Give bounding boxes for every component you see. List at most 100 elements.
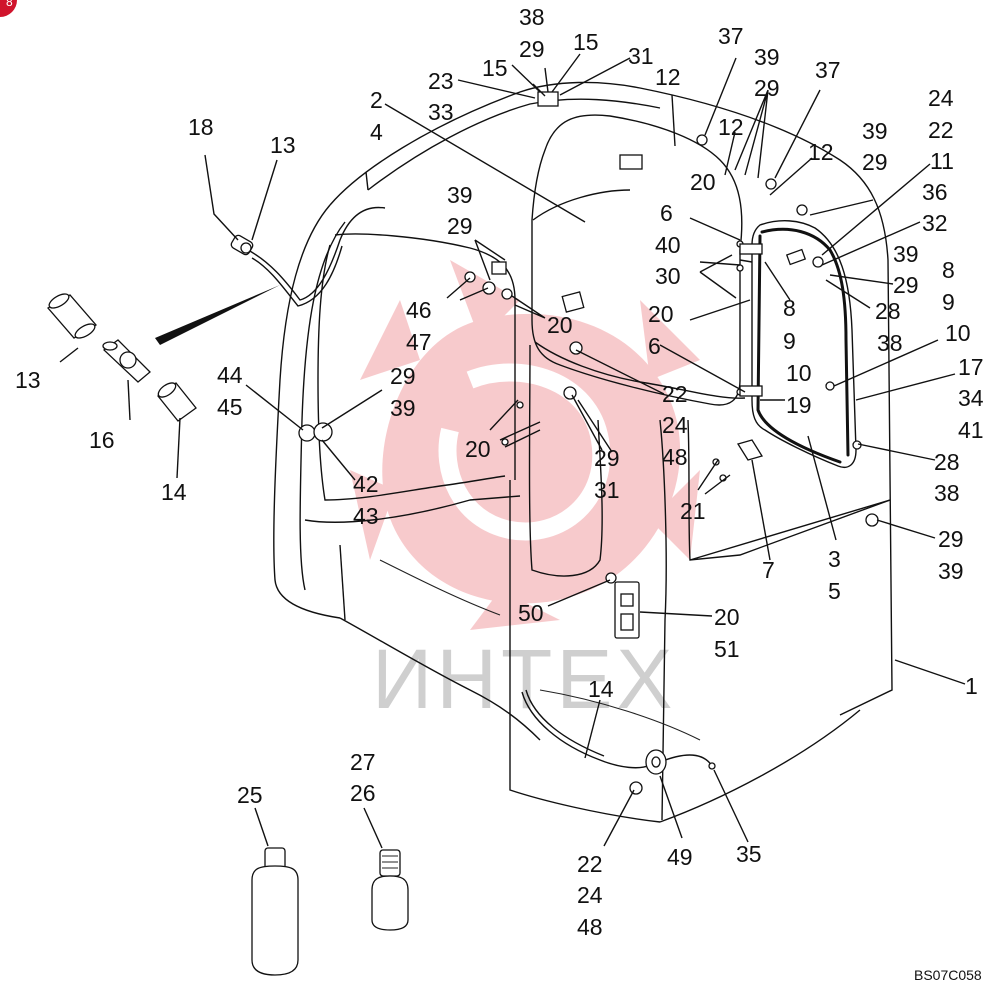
callout: 15 bbox=[482, 55, 508, 81]
callout: 35 bbox=[736, 841, 762, 867]
callout: 30 bbox=[655, 263, 681, 289]
callout: 1 bbox=[965, 673, 978, 699]
callout: 49 bbox=[667, 844, 693, 870]
callout: 32 bbox=[922, 210, 948, 236]
hinge-top bbox=[537, 91, 559, 107]
bottle-26 bbox=[371, 849, 409, 931]
drawing-code: BS07C058 bbox=[914, 967, 982, 983]
callout: 24 bbox=[662, 412, 688, 438]
callout: 27 bbox=[350, 749, 376, 775]
callout: 43 bbox=[353, 503, 379, 529]
callout: 7 bbox=[762, 557, 775, 583]
bottle-25 bbox=[251, 847, 299, 976]
handle-7 bbox=[736, 439, 764, 461]
callout: 29 bbox=[447, 213, 473, 239]
callout: 29 bbox=[862, 149, 888, 175]
fitting-part bbox=[102, 339, 151, 383]
callout: 8 bbox=[942, 257, 955, 283]
callout: 29 bbox=[390, 363, 416, 389]
callout: 24 bbox=[577, 882, 603, 908]
callout: 31 bbox=[628, 43, 654, 69]
callout: 29 bbox=[754, 75, 780, 101]
callout: 12 bbox=[808, 139, 834, 165]
leader-lines bbox=[59, 53, 966, 849]
callout: 21 bbox=[680, 498, 706, 524]
callout: 39 bbox=[893, 241, 919, 267]
corner-badge: 8 bbox=[0, 0, 17, 17]
callout: 39 bbox=[938, 558, 964, 584]
callout: 20 bbox=[690, 169, 716, 195]
callout: 20 bbox=[714, 604, 740, 630]
callout: 36 bbox=[922, 179, 948, 205]
watermark-text: ИНТЕХ bbox=[372, 632, 676, 726]
callout: 23 bbox=[428, 68, 454, 94]
grommet-49 bbox=[645, 749, 667, 775]
callout: 6 bbox=[660, 200, 673, 226]
callout: 39 bbox=[390, 395, 416, 421]
callout: 19 bbox=[786, 392, 812, 418]
callout: 12 bbox=[655, 64, 681, 90]
callout: 39 bbox=[754, 44, 780, 70]
callout: 14 bbox=[588, 676, 614, 702]
latch-50 bbox=[614, 581, 640, 639]
callout: 29 bbox=[519, 36, 545, 62]
callout: 38 bbox=[877, 330, 903, 356]
callout: 22 bbox=[928, 117, 954, 143]
callout: 8 bbox=[783, 295, 796, 321]
callout: 28 bbox=[934, 449, 960, 475]
callout: 14 bbox=[161, 479, 187, 505]
callout: 31 bbox=[594, 477, 620, 503]
callout: 10 bbox=[945, 320, 971, 346]
callout: 5 bbox=[828, 578, 841, 604]
callout: 16 bbox=[89, 427, 115, 453]
callout: 29 bbox=[594, 445, 620, 471]
callout: 11 bbox=[930, 148, 954, 174]
callout: 33 bbox=[428, 99, 454, 125]
callout: 10 bbox=[786, 360, 812, 386]
callout: 18 bbox=[188, 114, 214, 140]
callout: 9 bbox=[942, 289, 955, 315]
bracket-pieces bbox=[491, 154, 807, 397]
callout: 48 bbox=[662, 444, 688, 470]
callout: 25 bbox=[237, 782, 263, 808]
connector-part bbox=[230, 234, 254, 256]
corner-badge-text: 8 bbox=[6, 0, 13, 9]
callout: 50 bbox=[518, 600, 544, 626]
callout: 15 bbox=[573, 29, 599, 55]
cab-frame bbox=[273, 81, 893, 823]
clip-42 bbox=[298, 422, 333, 442]
callout: 2 bbox=[370, 87, 383, 113]
watermark-emblem bbox=[350, 260, 700, 630]
callout: 9 bbox=[783, 328, 796, 354]
callout: 6 bbox=[648, 333, 661, 359]
callout: 46 bbox=[406, 297, 432, 323]
callout: 38 bbox=[519, 4, 545, 30]
callout: 13 bbox=[15, 367, 41, 393]
callout: 44 bbox=[217, 362, 243, 388]
callout: 48 bbox=[577, 914, 603, 940]
callout: 29 bbox=[938, 526, 964, 552]
callout: 38 bbox=[934, 480, 960, 506]
callout: 17 bbox=[958, 354, 984, 380]
callout: 37 bbox=[718, 23, 744, 49]
callout: 45 bbox=[217, 394, 243, 420]
callout: 29 bbox=[893, 272, 919, 298]
callout: 51 bbox=[714, 636, 740, 662]
callout: 13 bbox=[270, 132, 296, 158]
callout-labels: 38 29 15 15 31 23 33 2 4 12 37 39 29 37 … bbox=[15, 4, 984, 940]
callout: 37 bbox=[815, 57, 841, 83]
callout: 39 bbox=[447, 182, 473, 208]
grommet-part bbox=[157, 382, 197, 422]
callout: 39 bbox=[862, 118, 888, 144]
callout: 20 bbox=[547, 312, 573, 338]
callout: 41 bbox=[958, 417, 984, 443]
callout: 22 bbox=[577, 851, 603, 877]
callout: 20 bbox=[465, 436, 491, 462]
callout: 22 bbox=[662, 381, 688, 407]
callout: 4 bbox=[370, 119, 383, 145]
callout: 34 bbox=[958, 385, 984, 411]
callout: 42 bbox=[353, 471, 379, 497]
callout: 28 bbox=[875, 298, 901, 324]
callout: 24 bbox=[928, 85, 954, 111]
callout: 26 bbox=[350, 780, 376, 806]
